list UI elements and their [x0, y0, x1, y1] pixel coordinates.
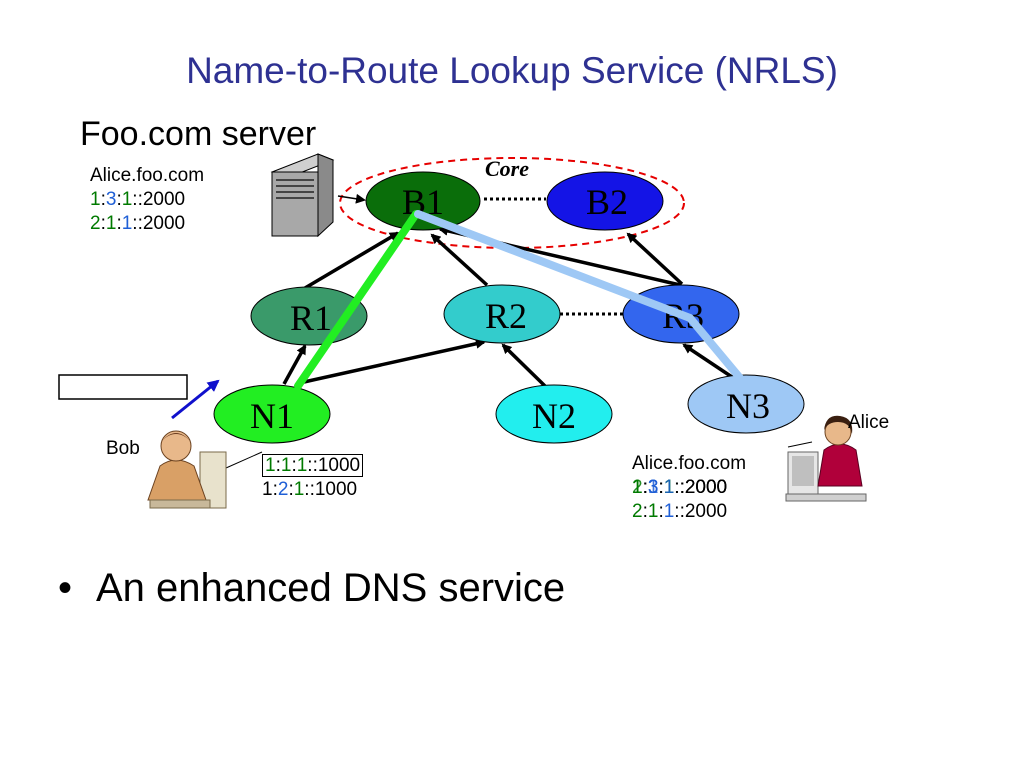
page-title: Name-to-Route Lookup Service (NRLS): [186, 50, 838, 91]
link-n2-r2: [501, 343, 547, 388]
node-r2: R2: [443, 284, 561, 344]
route-blue-path: [414, 210, 754, 394]
node-n1-label: N1: [250, 396, 294, 436]
link-r1-b1: [304, 231, 400, 290]
bullet-dot: •: [58, 566, 73, 610]
bullet-text: An enhanced DNS service: [96, 566, 566, 610]
server-record-address-1: 1:3:1::2000: [90, 189, 186, 210]
route-green-path: [294, 210, 420, 390]
bob-address-1: 1:1:1::1000: [262, 454, 364, 478]
server-icon: [270, 153, 335, 238]
server-record-name: Alice.foo.com: [90, 165, 205, 186]
link-r3-b2: [626, 232, 684, 286]
node-n1: N1: [213, 384, 331, 444]
bob-label: Bob: [106, 438, 140, 459]
node-n2-label: N2: [532, 396, 576, 436]
alice-overlay-a: Alice.foo.com 1:3:1::2000: [632, 452, 746, 500]
query-arrow: [171, 379, 220, 420]
node-r1-label: R1: [290, 298, 332, 338]
node-r2-label: R2: [485, 296, 527, 336]
link-n3-r3: [682, 343, 733, 379]
alice-overlay-line-2: 2:1:1::2000: [632, 477, 728, 498]
bullet-item: • An enhanced DNS service: [58, 566, 565, 611]
alice-overlay-name: Alice.foo.com: [632, 453, 747, 474]
query-box: [58, 374, 188, 400]
bob-leader: [225, 451, 263, 469]
node-b2-label: B2: [586, 182, 628, 222]
server-record: Alice.foo.com 1:3:1::2000 2:1:1::2000: [90, 164, 204, 236]
link-n1-r2: [303, 338, 486, 384]
alice-leader: [787, 441, 813, 448]
node-n2: N2: [495, 384, 613, 444]
link-server-b1: [337, 193, 366, 204]
server-label: Foo.com server: [80, 115, 317, 153]
bob-person-icon: [147, 430, 227, 509]
alice-overlay-b: 2:1:1::2000: [632, 476, 727, 500]
bob-address-2: 1:2:1::1000: [262, 479, 358, 500]
alice-person-icon: [785, 415, 867, 502]
alice-label: Alice: [848, 412, 890, 433]
link-r2-b1: [430, 233, 489, 287]
node-b1: B1: [365, 171, 481, 231]
alice-address-1: 1:3:1::2000: [632, 477, 728, 498]
alice-address-2: 2:1:1::2000: [632, 501, 728, 522]
link-n1-r1: [282, 344, 307, 385]
alice-addresses: 1:3:1::2000 2:1:1::2000: [632, 476, 727, 524]
core-label: Core: [485, 156, 529, 181]
server-record-address-2: 2:1:1::2000: [90, 213, 186, 234]
node-b2: B2: [546, 171, 664, 231]
bob-addresses: 1:1:1::1000 1:2:1::1000: [262, 454, 364, 502]
alice-overlay-line-1: 1:3:1::2000: [632, 477, 728, 498]
